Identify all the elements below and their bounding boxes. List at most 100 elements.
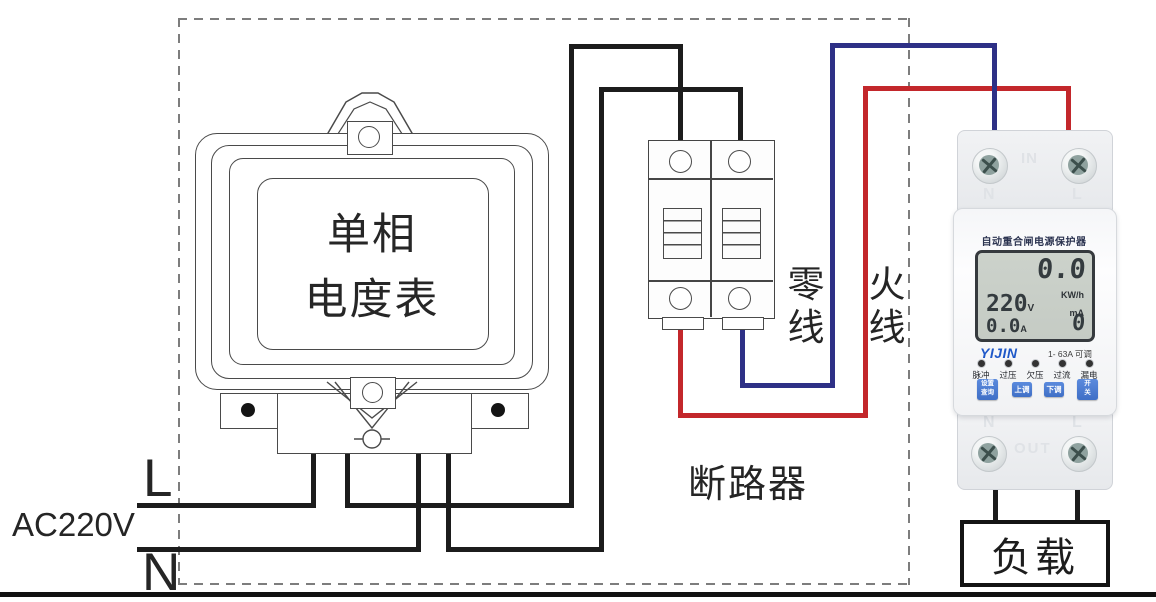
led-dot — [977, 360, 985, 367]
device-in-n-label: N — [983, 186, 996, 203]
neutral-wire-seg1 — [740, 328, 745, 388]
lcd-energy-value: 0.0 — [1036, 254, 1088, 285]
button-label: 关 — [1084, 389, 1091, 397]
led-dot — [1031, 360, 1039, 367]
led-label: 漏电 — [1080, 370, 1098, 380]
led-leakage: 漏电 — [1076, 360, 1102, 381]
source-voltage-label: AC220V — [12, 506, 135, 543]
button-label: 查询 — [981, 389, 994, 397]
led-label: 过流 — [1053, 370, 1071, 380]
breaker-left-toggle — [663, 208, 702, 259]
lcd-voltage-unit: V — [1027, 303, 1035, 314]
down-button: 下调 — [1044, 382, 1064, 397]
led-label: 脉冲 — [972, 370, 990, 380]
meter-left-screw-dot — [241, 403, 255, 417]
meter-label: 单相 电度表 — [257, 203, 487, 332]
meter-terminal1-wire — [311, 452, 316, 508]
device-out-l-label: L — [1072, 414, 1083, 431]
meter-bottom-tab-hole — [362, 382, 383, 403]
meter-right-screw-dot — [491, 403, 505, 417]
rating-label: 1- 63A 可调 — [1048, 349, 1092, 359]
meter-top-tab-hole — [358, 126, 380, 148]
meter-face — [257, 178, 489, 350]
neutral-wire-label: 零线 — [787, 264, 825, 349]
load-label: 负载 — [991, 535, 1079, 580]
lcd-current-value: 0.0 — [986, 315, 1021, 337]
meter-label-line1: 单相 — [327, 211, 417, 259]
lcd-voltage-row: 220V — [986, 291, 1034, 317]
output-n-screw — [971, 436, 1007, 472]
live-wire-seg1 — [678, 328, 683, 418]
neutral-wire-seg3 — [830, 43, 835, 388]
live-wire-label: 火线 — [868, 264, 906, 349]
neutral-wire-seg2 — [740, 383, 835, 388]
lcd-current-row: 0.0A — [986, 315, 1027, 337]
lcd-current-unit: A — [1020, 324, 1027, 334]
led-label: 过压 — [999, 370, 1017, 380]
meter-to-breaker-wire-b-v — [599, 87, 604, 552]
breaker-bottom-divider — [648, 280, 773, 282]
breaker-left-lug — [662, 317, 704, 330]
bottom-frame-line — [0, 592, 1156, 597]
neutral-wire-seg5 — [992, 43, 997, 136]
breaker-right-pole-drop — [738, 87, 743, 140]
device-out-label: OUT — [1014, 440, 1052, 457]
led-overvoltage: 过压 — [995, 360, 1021, 381]
button-label: 上调 — [1014, 385, 1030, 394]
button-label: 下调 — [1046, 385, 1062, 394]
dashed-border-right — [908, 18, 910, 585]
device-in-label: IN — [1021, 150, 1038, 167]
input-l-screw — [1061, 148, 1097, 184]
breaker-right-lug — [722, 317, 764, 330]
live-wire-seg4 — [863, 86, 1071, 91]
led-pulse: 脉冲 — [968, 360, 994, 381]
breaker-top-left-terminal — [669, 150, 692, 173]
load-wire-n — [993, 488, 998, 522]
device-out-n-label: N — [983, 414, 996, 431]
up-button: 上调 — [1012, 382, 1032, 397]
on-off-button: 开 关 — [1077, 379, 1098, 400]
dashed-border-left — [178, 18, 180, 585]
lcd-ma-unit: mA — [1069, 308, 1084, 318]
meter-to-breaker-wire-b-h2 — [599, 87, 743, 92]
n-input-wire — [137, 547, 421, 552]
led-label: 欠压 — [1026, 370, 1044, 380]
phase-l-label: L — [143, 449, 173, 508]
meter-to-breaker-wire-a-v — [569, 44, 574, 508]
lcd-leakage-value: 0 — [1070, 311, 1086, 336]
breaker-pole-divider — [710, 140, 712, 317]
meter-terminal2-wire — [345, 452, 350, 508]
meter-seal-bracket — [326, 381, 418, 449]
breaker-top-right-terminal — [728, 150, 751, 173]
output-l-screw — [1061, 436, 1097, 472]
led-undervoltage: 欠压 — [1022, 360, 1048, 381]
live-wire-seg2 — [678, 413, 868, 418]
breaker-label: 断路器 — [688, 464, 809, 506]
lcd-energy-unit: KW/h — [1061, 290, 1084, 300]
breaker-top-divider — [648, 178, 773, 180]
load-wire-l — [1075, 488, 1080, 522]
breaker-bottom-right-terminal — [728, 287, 751, 310]
button-label: 开 — [1084, 380, 1091, 387]
meter-label-line2: 电度表 — [304, 275, 440, 324]
lcd-voltage-value: 220 — [986, 291, 1028, 317]
meter-to-breaker-wire-a-h2 — [569, 44, 683, 49]
live-wire-seg3 — [863, 86, 868, 418]
breaker-right-toggle — [722, 208, 761, 259]
load-box: 负载 — [960, 520, 1110, 587]
device-lcd: 0.0 KW/h 220V mA 0.0A 0 — [975, 250, 1095, 342]
meter-terminal3-wire — [416, 452, 421, 552]
dashed-border-bottom — [178, 583, 910, 585]
meter-terminal4-wire — [446, 452, 451, 552]
neutral-wire-seg4 — [830, 43, 997, 48]
live-wire-seg5 — [1066, 86, 1071, 136]
meter-to-breaker-wire-b-h1 — [446, 547, 604, 552]
breaker-left-pole-drop — [678, 44, 683, 140]
device-in-l-label: L — [1072, 186, 1083, 203]
button-label: 设置 — [981, 380, 994, 387]
l-input-wire — [137, 503, 316, 508]
led-dot — [1085, 360, 1093, 367]
led-dot — [1004, 360, 1012, 367]
led-overcurrent: 过流 — [1049, 360, 1075, 381]
